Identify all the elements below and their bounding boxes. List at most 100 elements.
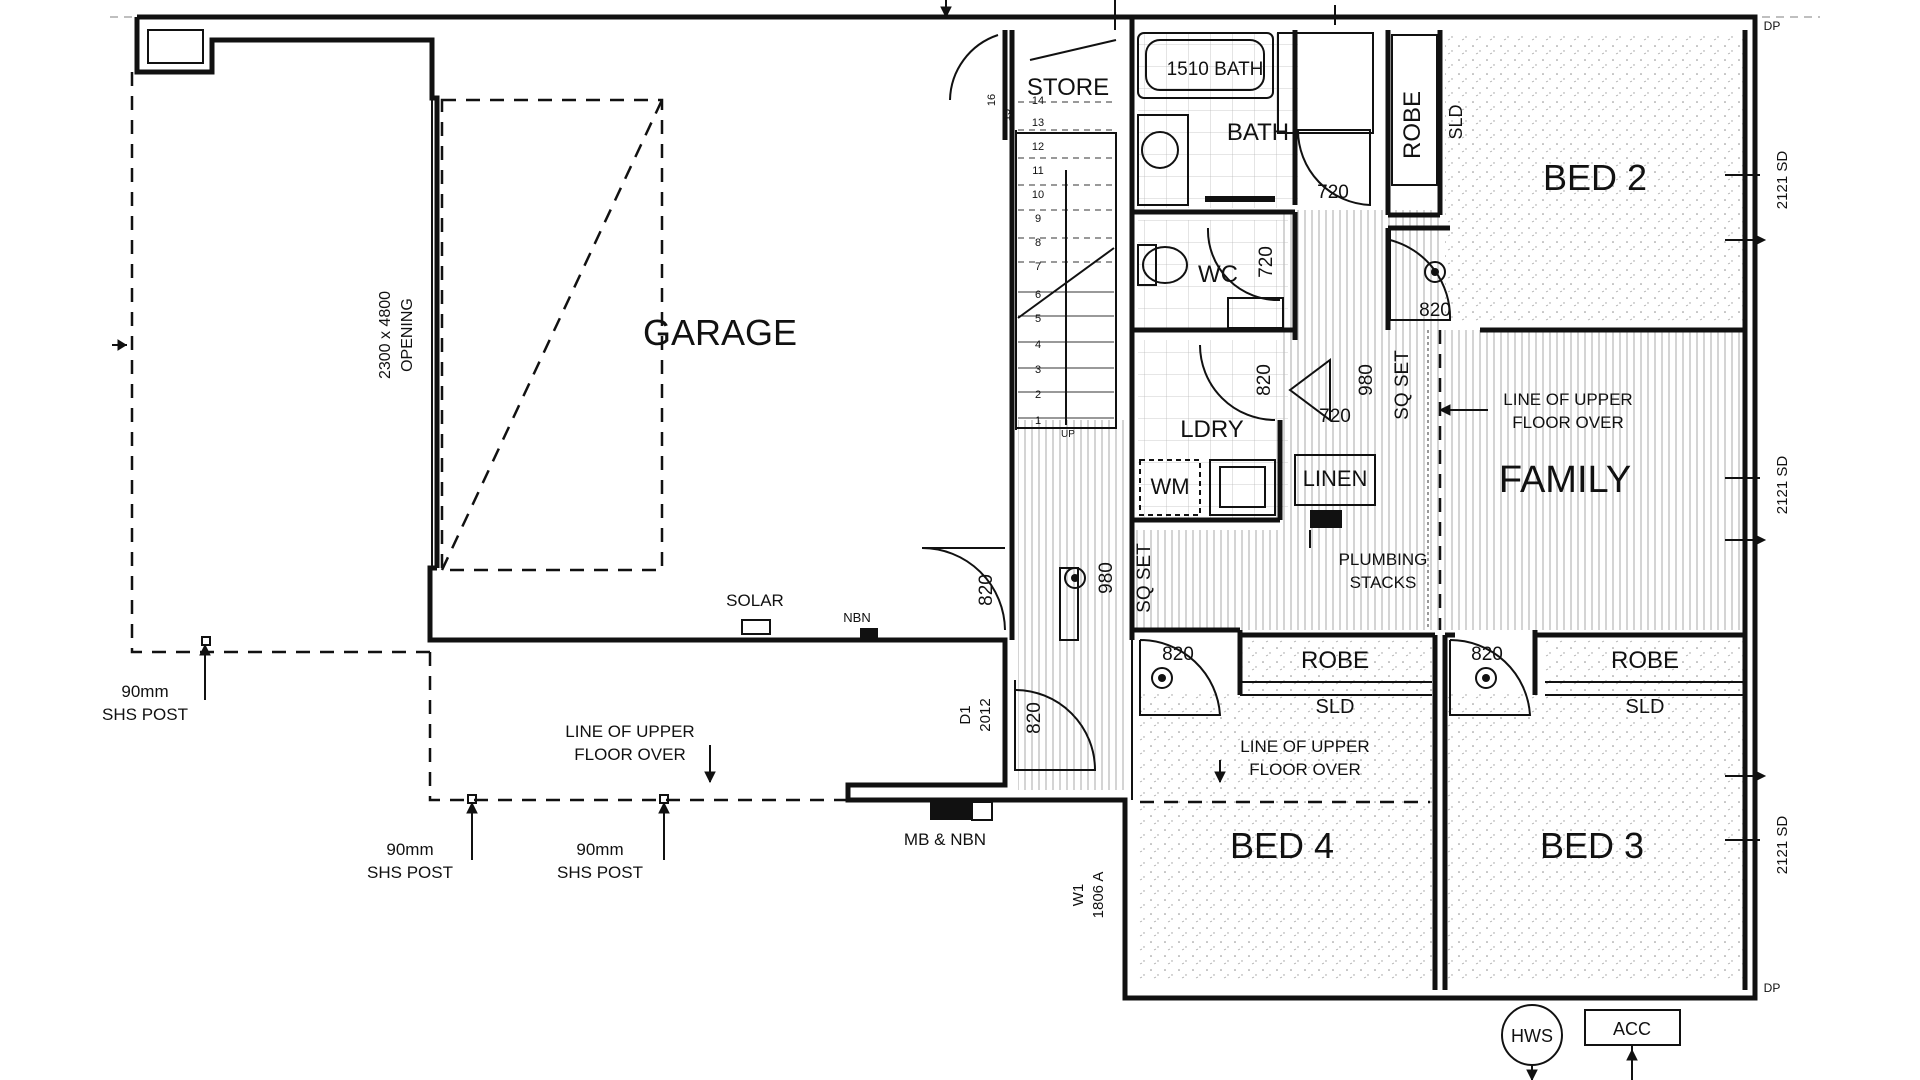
door-720-linen: 720 bbox=[1319, 406, 1351, 427]
nbn-label: NBN bbox=[843, 610, 870, 625]
hws-label: HWS bbox=[1511, 1026, 1553, 1046]
stair-step-9: 9 bbox=[1035, 213, 1041, 225]
bed3-robe-floor bbox=[1545, 640, 1745, 692]
door-720-wc: 720 bbox=[1256, 246, 1277, 278]
sld-bed2: SLD bbox=[1446, 104, 1466, 139]
hall-floor-mid bbox=[1130, 530, 1290, 630]
door-720-bath: 720 bbox=[1317, 182, 1349, 203]
room-bed3: BED 3 bbox=[1540, 825, 1644, 866]
stair-numbers: 1 2 3 4 5 6 7 8 9 10 11 12 13 14 15 16 bbox=[986, 94, 1044, 427]
wc-floor bbox=[1138, 220, 1288, 330]
door-820-bed2: 820 bbox=[1419, 300, 1451, 321]
robe-bed3: ROBE bbox=[1611, 647, 1679, 674]
leader-arrows bbox=[112, 0, 1767, 1080]
post-right-1: 90mm bbox=[576, 840, 623, 859]
stair-step-8: 8 bbox=[1035, 237, 1041, 249]
exterior-walls bbox=[134, 14, 1758, 1001]
post-left-1: 90mm bbox=[121, 682, 168, 701]
dp-top: DP bbox=[1764, 19, 1781, 33]
stair-step-3: 3 bbox=[1035, 364, 1041, 376]
stair-step-6: 6 bbox=[1035, 289, 1041, 301]
door-820-front: 820 bbox=[1024, 702, 1045, 734]
room-store: STORE bbox=[1027, 74, 1109, 101]
window-bed3: 2121 SD bbox=[1774, 816, 1791, 875]
upper-floor-bed4-2: FLOOR OVER bbox=[1249, 760, 1360, 779]
upper-floor-family-2: FLOOR OVER bbox=[1512, 413, 1623, 432]
room-garage: GARAGE bbox=[643, 312, 797, 353]
stair-step-13: 13 bbox=[1032, 117, 1044, 129]
staircase bbox=[1015, 39, 1117, 430]
door-820-bed3: 820 bbox=[1471, 644, 1503, 665]
room-bath: BATH bbox=[1227, 119, 1289, 146]
sq-set-entry: SQ SET bbox=[1134, 543, 1155, 613]
door-820-bed4: 820 bbox=[1162, 644, 1194, 665]
solar-label: SOLAR bbox=[726, 591, 784, 610]
door-820-entry: 820 bbox=[976, 574, 997, 606]
stair-step-11: 11 bbox=[1032, 165, 1043, 177]
stair-step-5: 5 bbox=[1035, 313, 1041, 325]
hall-floor-right bbox=[1282, 210, 1442, 630]
bath-tub-label: 1510 BATH bbox=[1167, 59, 1264, 80]
bed2-floor bbox=[1445, 33, 1745, 323]
upper-floor-bed4-1: LINE OF UPPER bbox=[1240, 737, 1369, 756]
stair-step-7: 7 bbox=[1035, 261, 1041, 273]
entry-floor bbox=[1018, 420, 1126, 790]
interior-walls bbox=[1129, 17, 1748, 990]
acc-label: ACC bbox=[1613, 1019, 1651, 1039]
dim-980-ldry: 980 bbox=[1356, 364, 1377, 396]
room-linen: LINEN bbox=[1303, 466, 1368, 491]
sld-bed4: SLD bbox=[1316, 696, 1355, 718]
d1-size: 2012 bbox=[977, 698, 994, 731]
family-floor bbox=[1440, 330, 1745, 630]
dashed-lines bbox=[130, 72, 1442, 804]
window-bed2: 2121 SD bbox=[1774, 151, 1791, 210]
post-left-2: SHS POST bbox=[102, 705, 188, 724]
post-mid-1: 90mm bbox=[386, 840, 433, 859]
stair-step-12: 12 bbox=[1032, 141, 1044, 153]
stair-step-10: 10 bbox=[1032, 189, 1044, 201]
room-wm: WM bbox=[1150, 474, 1189, 499]
dim-980-hall: 980 bbox=[1096, 562, 1117, 594]
post-left bbox=[201, 636, 211, 646]
upper-floor-porch-2: FLOOR OVER bbox=[574, 745, 685, 764]
plumbing-label-2: STACKS bbox=[1350, 573, 1417, 592]
bed4-floor bbox=[1138, 692, 1433, 982]
stair-step-15: 15 bbox=[1001, 109, 1013, 121]
sld-bed3: SLD bbox=[1626, 696, 1665, 718]
room-bed4: BED 4 bbox=[1230, 825, 1334, 866]
room-wc: WC bbox=[1198, 261, 1238, 288]
bed3-floor bbox=[1445, 692, 1745, 982]
fixtures bbox=[741, 32, 1497, 821]
stair-step-1: 1 bbox=[1035, 415, 1041, 427]
mb-nbn-label: MB & NBN bbox=[904, 830, 986, 849]
ldry-floor bbox=[1138, 340, 1288, 520]
room-family: FAMILY bbox=[1499, 459, 1631, 501]
plumbing-label-1: PLUMBING bbox=[1339, 550, 1428, 569]
window-family: 2121 SD bbox=[1774, 456, 1791, 515]
w1-label: W1 bbox=[1070, 884, 1087, 907]
bath-floor bbox=[1138, 33, 1298, 208]
upper-floor-family-1: LINE OF UPPER bbox=[1503, 390, 1632, 409]
post-mid-2: SHS POST bbox=[367, 863, 453, 882]
post-right-2: SHS POST bbox=[557, 863, 643, 882]
dp-bottom: DP bbox=[1764, 981, 1781, 995]
stair-step-2: 2 bbox=[1035, 389, 1041, 401]
stair-up-label: UP bbox=[1061, 429, 1075, 440]
garage-opening-label-2: OPENING bbox=[399, 298, 416, 372]
room-bed2: BED 2 bbox=[1543, 157, 1647, 198]
bed4-robe-floor bbox=[1240, 640, 1433, 692]
stair-step-16: 16 bbox=[986, 94, 998, 106]
stair-step-4: 4 bbox=[1035, 339, 1041, 351]
w1-size: 1806 A bbox=[1090, 872, 1107, 919]
upper-floor-porch-1: LINE OF UPPER bbox=[565, 722, 694, 741]
doors bbox=[921, 34, 1532, 771]
garage-opening-label: 2300 x 4800 bbox=[377, 291, 394, 379]
d1-label: D1 bbox=[957, 705, 974, 724]
robe-bed2: ROBE bbox=[1399, 91, 1426, 159]
robe-bed4: ROBE bbox=[1301, 647, 1369, 674]
garage-corner-box bbox=[147, 29, 204, 64]
room-ldry: LDRY bbox=[1180, 416, 1244, 443]
door-820-ldry: 820 bbox=[1254, 364, 1275, 396]
stair-step-14: 14 bbox=[1032, 95, 1044, 107]
